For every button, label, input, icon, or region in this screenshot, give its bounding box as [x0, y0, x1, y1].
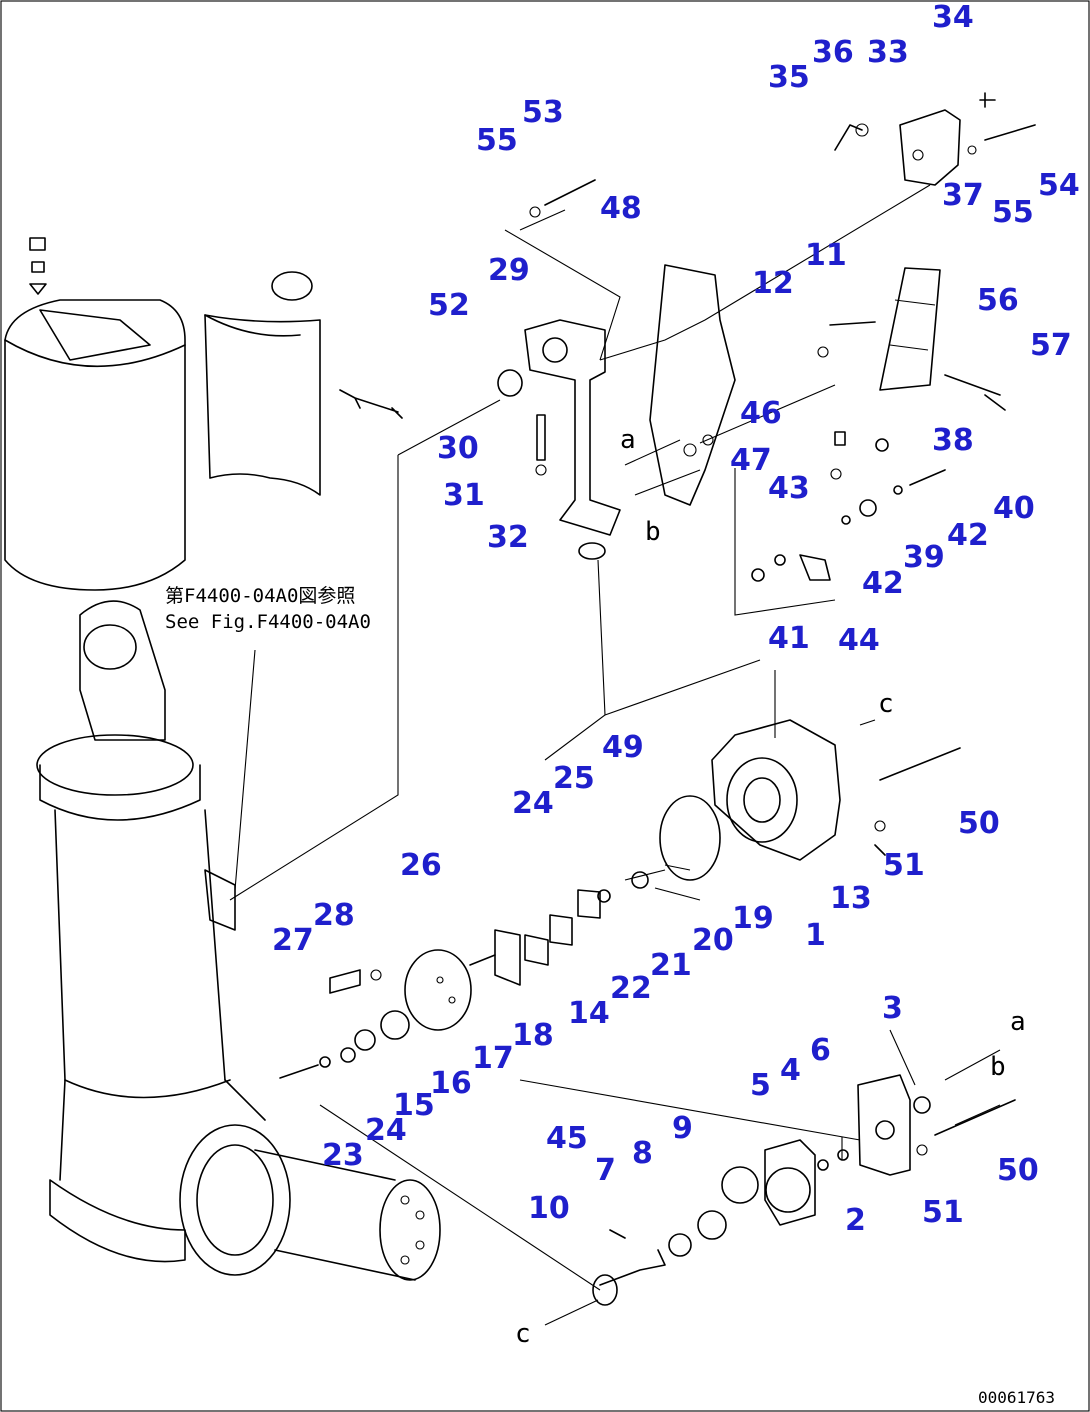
- part-label-18: 18: [512, 1018, 554, 1053]
- part-label-19: 19: [732, 901, 774, 936]
- part-label-14: 14: [568, 996, 610, 1031]
- part-label-54: 54: [1038, 168, 1080, 203]
- part-label-50-upper: 50: [958, 806, 1000, 841]
- part-label-55-right: 55: [992, 195, 1034, 230]
- part-label-16: 16: [430, 1066, 472, 1101]
- part-label-40: 40: [993, 491, 1035, 526]
- part-label-21: 21: [650, 948, 692, 983]
- reference-note-jp: 第F4400-04A0図参照: [165, 585, 355, 607]
- drawing-code: 00061763: [978, 1388, 1055, 1407]
- part-label-39: 39: [903, 540, 945, 575]
- part-label-9: 9: [672, 1111, 693, 1146]
- part-label-43: 43: [768, 471, 810, 506]
- part-label-45: 45: [546, 1121, 588, 1156]
- part-label-5: 5: [750, 1068, 771, 1103]
- part-label-24-upper: 24: [512, 786, 554, 821]
- part-label-28: 28: [313, 898, 355, 933]
- part-label-8: 8: [632, 1136, 653, 1171]
- part-label-49: 49: [602, 730, 644, 765]
- part-label-13: 13: [830, 881, 872, 916]
- part-label-36: 36: [812, 35, 854, 70]
- part-label-51-upper: 51: [883, 848, 925, 883]
- part-label-3: 3: [882, 991, 903, 1026]
- valve-body: [279, 719, 1016, 1306]
- part-label-57: 57: [1030, 328, 1072, 363]
- part-labels: 1 2 3 4 5 6 7 8 9 10 11 12 13 14 15 16 1…: [272, 0, 1080, 1238]
- part-label-47: 47: [730, 443, 772, 478]
- part-label-12: 12: [752, 266, 794, 301]
- cylinder-assembly: [4, 237, 441, 1281]
- connection-letters: a b c a b c: [515, 425, 1026, 1349]
- letter-c-lower: c: [515, 1319, 531, 1349]
- assembly-lines: [229, 184, 1001, 1326]
- part-label-27: 27: [272, 923, 314, 958]
- part-label-11: 11: [805, 238, 847, 273]
- reference-note-en: See Fig.F4400-04A0: [165, 611, 371, 633]
- part-label-38: 38: [932, 423, 974, 458]
- part-label-24-lower: 24: [365, 1113, 407, 1148]
- part-label-23: 23: [322, 1138, 364, 1173]
- part-label-1: 1: [805, 918, 826, 953]
- part-label-35: 35: [768, 60, 810, 95]
- part-label-48: 48: [600, 191, 642, 226]
- part-label-29: 29: [488, 253, 530, 288]
- part-label-31: 31: [443, 478, 485, 513]
- letter-b-lower: b: [990, 1052, 1006, 1082]
- letter-c-upper: c: [878, 689, 894, 719]
- part-label-17: 17: [472, 1041, 514, 1076]
- part-label-34: 34: [932, 0, 974, 35]
- part-label-53: 53: [522, 95, 564, 130]
- part-label-26: 26: [400, 848, 442, 883]
- part-label-55-left: 55: [476, 123, 518, 158]
- part-label-6: 6: [810, 1033, 831, 1068]
- part-label-42-lower: 42: [862, 566, 904, 601]
- bracket-group: [497, 92, 1036, 582]
- letter-b-upper: b: [645, 517, 661, 547]
- part-label-50-lower: 50: [997, 1153, 1039, 1188]
- part-label-42-right: 42: [947, 518, 989, 553]
- part-label-46: 46: [740, 396, 782, 431]
- part-label-56: 56: [977, 283, 1019, 318]
- part-label-22: 22: [610, 971, 652, 1006]
- part-label-20: 20: [692, 923, 734, 958]
- part-label-7: 7: [595, 1153, 616, 1188]
- part-label-37: 37: [942, 178, 984, 213]
- part-label-52: 52: [428, 288, 470, 323]
- part-label-32: 32: [487, 520, 529, 555]
- part-label-33: 33: [867, 35, 909, 70]
- part-label-25: 25: [553, 761, 595, 796]
- part-label-10: 10: [528, 1191, 570, 1226]
- part-label-4: 4: [780, 1053, 801, 1088]
- part-label-30: 30: [437, 431, 479, 466]
- part-label-51-lower: 51: [922, 1195, 964, 1230]
- letter-a-upper: a: [620, 425, 636, 455]
- part-label-44: 44: [838, 623, 880, 658]
- part-label-41: 41: [768, 621, 810, 656]
- letter-a-lower: a: [1010, 1007, 1026, 1037]
- part-label-15: 15: [393, 1088, 435, 1123]
- part-label-2: 2: [845, 1203, 866, 1238]
